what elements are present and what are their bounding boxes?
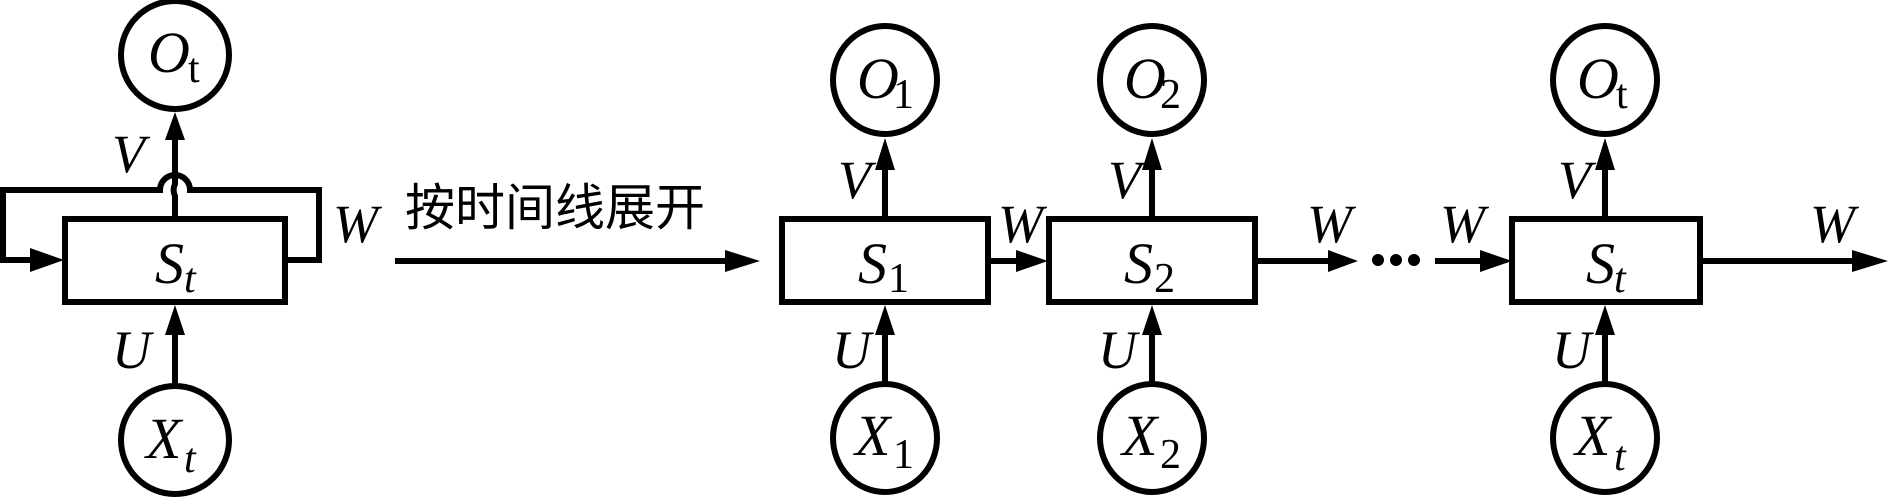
state-label: S [155, 231, 184, 296]
w-out-weight-label: W [1810, 194, 1860, 254]
v-weight-label: V [1108, 150, 1147, 210]
folded-output-node: O t [118, 0, 232, 112]
input-subscript: 2 [1160, 432, 1181, 478]
input-circle [1097, 381, 1207, 495]
u-weight-label: U [112, 320, 154, 380]
unfold-label: 按时间线展开 [405, 179, 705, 237]
w-arrowhead-icon [1016, 250, 1048, 272]
state-subscript: t [1614, 256, 1627, 302]
input-subscript: t [1614, 434, 1627, 480]
unrolled-step-2: O 2 V S 2 U X 2 W [1046, 23, 1358, 495]
ellipsis-dot [1408, 254, 1420, 266]
v-arrowhead-icon [1142, 138, 1162, 170]
u-arrowhead-icon [875, 305, 895, 335]
input-circle [1550, 381, 1660, 495]
output-label: O [857, 46, 899, 111]
input-subscript: t [184, 436, 197, 482]
unfold-transition: 按时间线展开 [395, 179, 760, 272]
output-label: O [1124, 46, 1166, 111]
v-weight-label: V [1558, 150, 1597, 210]
input-circle [118, 383, 232, 497]
w-weight-label: W [333, 194, 383, 254]
state-box [62, 216, 288, 305]
w-in-arrowhead-icon [1480, 250, 1512, 272]
input-circle [830, 381, 940, 495]
ellipsis [1372, 254, 1420, 266]
u-arrowhead-icon [165, 305, 185, 335]
output-circle [1097, 23, 1207, 137]
output-subscript: t [188, 46, 200, 92]
v-weight-label: V [112, 124, 151, 184]
output-circle [1550, 23, 1660, 137]
w-in-weight-label: W [1440, 194, 1490, 254]
v-arrowhead-icon [875, 138, 895, 170]
output-subscript: 2 [1160, 72, 1181, 118]
state-subscript: 2 [1154, 256, 1175, 302]
w-weight-label: W [1307, 194, 1357, 254]
state-label: S [858, 231, 887, 296]
recurrent-loop [0, 172, 322, 263]
unrolled-step-1: O 1 V S 1 U X 1 W [779, 23, 1048, 495]
v-arrowhead-icon [1595, 138, 1615, 170]
loop-arrowhead-icon [30, 248, 64, 272]
output-circle [830, 23, 940, 137]
ellipsis-dot [1372, 254, 1384, 266]
u-weight-label: U [832, 320, 874, 380]
state-subscript: 1 [888, 256, 909, 302]
state-label: S [1124, 231, 1153, 296]
input-label: X [144, 406, 184, 471]
output-subscript: 1 [893, 72, 914, 118]
v-arrowhead-icon [165, 112, 185, 140]
state-subscript: t [184, 256, 197, 302]
input-label: X [853, 403, 893, 468]
input-label: X [1120, 403, 1160, 468]
output-circle [118, 0, 232, 112]
folded-state-node: S t [62, 216, 288, 305]
output-subscript: t [1616, 72, 1628, 118]
folded-input-node: X t [118, 383, 232, 497]
input-label: X [1573, 403, 1613, 468]
w-arrowhead-icon [1328, 250, 1358, 272]
u-arrowhead-icon [1595, 305, 1615, 335]
v-weight-label: V [838, 150, 877, 210]
v-connection [170, 122, 178, 218]
state-label: S [1586, 231, 1615, 296]
u-weight-label: U [1552, 320, 1594, 380]
ellipsis-dot [1390, 254, 1402, 266]
output-label: O [1577, 46, 1619, 111]
u-weight-label: U [1098, 320, 1140, 380]
w-weight-label: W [998, 194, 1048, 254]
unfold-arrowhead-icon [725, 250, 760, 272]
unrolled-step-t: W O t V S t U X t W [1435, 23, 1888, 495]
u-arrowhead-icon [1142, 305, 1162, 335]
input-subscript: 1 [893, 432, 914, 478]
w-out-arrowhead-icon [1852, 250, 1888, 272]
folded-rnn: O t V W S t U X t [0, 0, 383, 497]
output-label: O [148, 20, 190, 85]
